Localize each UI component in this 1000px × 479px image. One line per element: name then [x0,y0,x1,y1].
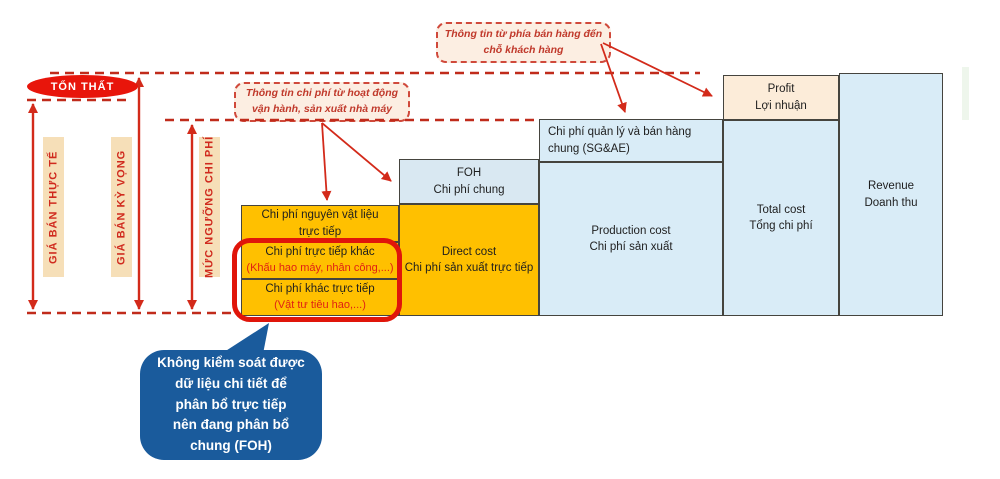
callout-cost-info: Thông tin chi phí từ hoạt động vận hành,… [234,82,410,122]
box-revenue: Revenue Doanh thu [839,73,943,316]
box-misc-direct-cost-note: (Vật tư tiêu hao,...) [274,299,366,312]
box-other-direct-cost-note: (Khấu hao máy, nhân công,...) [246,262,394,275]
callout-sales-info: Thông tin từ phía bán hàng đến chỗ khách… [436,22,611,63]
cost-info-arrow-to-materials [321,122,332,201]
box-total-cost: Total cost Tổng chi phí [723,120,839,316]
box-direct-cost: Direct cost Chi phí sản xuất trực tiếp [399,204,539,316]
box-direct-materials: Chi phí nguyên vật liệu trực tiếp [241,205,399,242]
box-misc-direct-cost-title: Chi phí khác trực tiếp [265,283,375,296]
box-sgae: Chi phí quản lý và bán hàng chung (SG&AE… [539,119,723,162]
uncontrolled-costs-highlight [232,238,402,322]
box-production-cost: Production cost Chi phí sản xuất [539,162,723,316]
cost-info-arrow-to-foh [321,122,392,182]
axis-label-actual-price: GIÁ BÁN THỰC TẾ [43,137,64,277]
box-other-direct-cost: Chi phí trực tiếp khác (Khấu hao máy, nh… [241,242,399,279]
box-other-direct-cost-title: Chi phí trực tiếp khác [265,246,375,259]
loss-badge-label: TỔN THẤT [50,80,115,93]
box-profit: Profit Lợi nhuận [723,75,839,120]
loss-badge: TỔN THẤT [27,75,138,98]
sales-info-arrow-to-profit [602,42,713,97]
note-bubble: Không kiểm soát được dữ liệu chi tiết để… [140,350,322,460]
right-edge-accent [962,67,969,120]
axis-label-cost-threshold: MỨC NGƯỠNG CHI PHÍ [199,136,220,278]
box-misc-direct-cost: Chi phí khác trực tiếp (Vật tư tiêu hao,… [241,279,399,316]
box-foh: FOH Chi phí chung [399,159,539,204]
axis-label-expected-price: GIÁ BÁN KỲ VỌNG [111,137,132,277]
